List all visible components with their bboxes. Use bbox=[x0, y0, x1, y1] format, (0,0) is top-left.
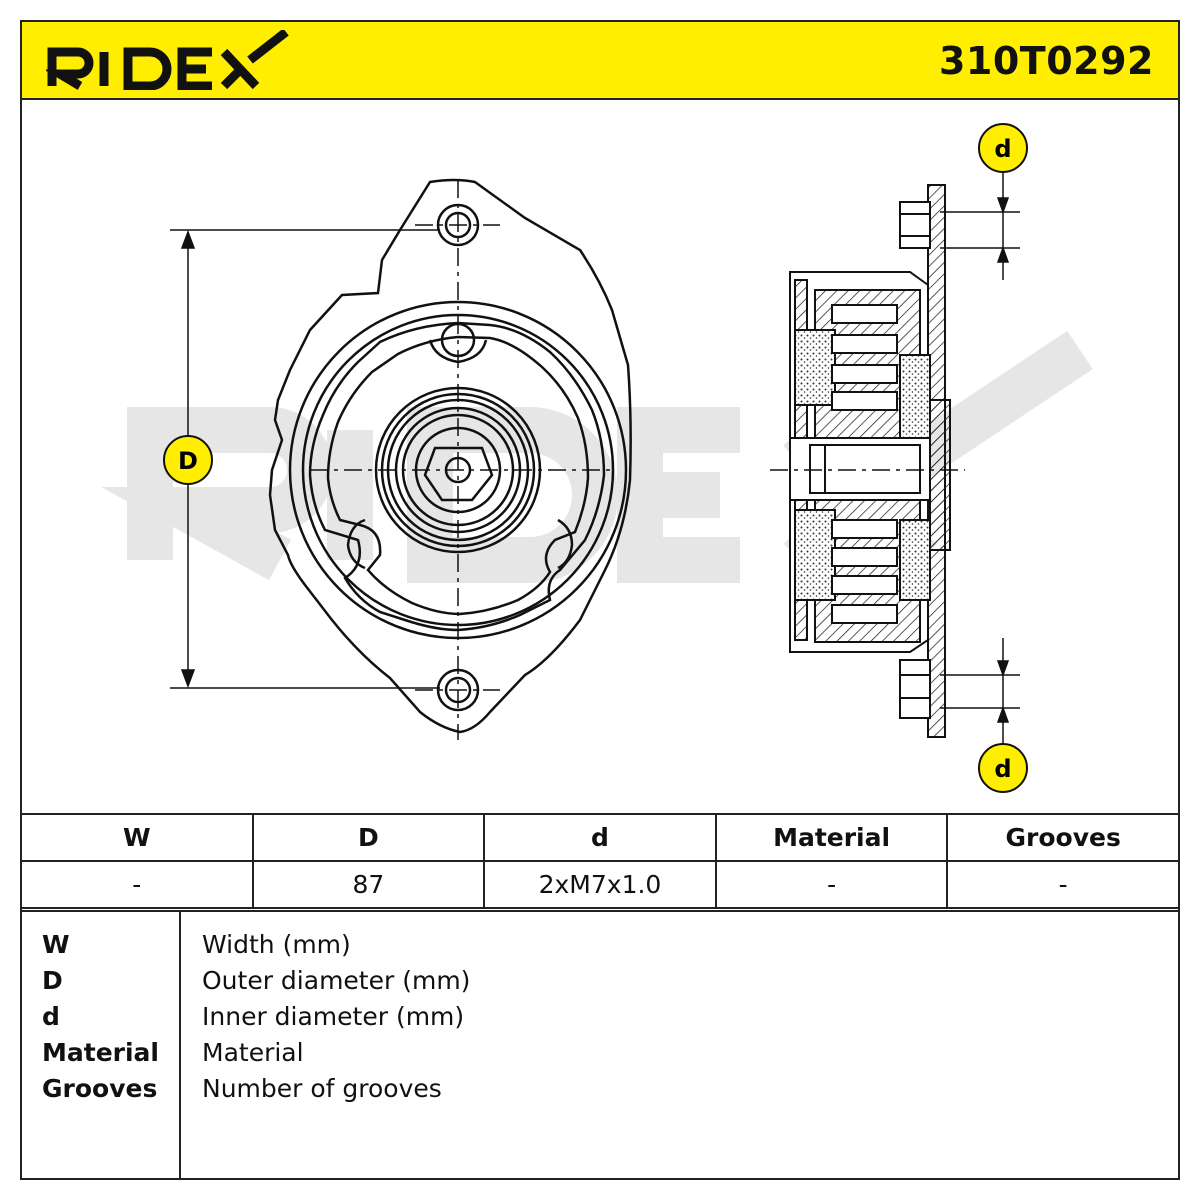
legend-value: Number of grooves bbox=[202, 1074, 442, 1103]
legend-value: Outer diameter (mm) bbox=[202, 966, 471, 995]
legend-row: Grooves Number of grooves bbox=[22, 1074, 1178, 1110]
legend-key: Material bbox=[42, 1038, 159, 1067]
dimension-d bbox=[940, 168, 1020, 750]
legend-value: Material bbox=[202, 1038, 304, 1067]
spec-header-material: Material bbox=[714, 813, 949, 862]
legend-key: Grooves bbox=[42, 1074, 158, 1103]
spec-header-row: W D d Material Grooves bbox=[20, 813, 1180, 862]
section-view bbox=[789, 184, 951, 738]
legend-box: W Width (mm) D Outer diameter (mm) d Inn… bbox=[20, 910, 1180, 1180]
dimension-D bbox=[170, 229, 440, 689]
svg-text:D: D bbox=[178, 447, 198, 475]
legend-divider bbox=[179, 912, 181, 1178]
legend-key: d bbox=[42, 1002, 60, 1031]
spec-header-d-inner: d bbox=[483, 813, 717, 862]
marker-d-top: d bbox=[978, 123, 1028, 173]
legend-value: Inner diameter (mm) bbox=[202, 1002, 465, 1031]
spec-value-d-inner: 2xM7x1.0 bbox=[483, 860, 717, 909]
legend-row: d Inner diameter (mm) bbox=[22, 1002, 1178, 1038]
technical-drawing: D d d bbox=[101, 123, 1093, 793]
spec-value-material: - bbox=[714, 860, 949, 909]
svg-text:d: d bbox=[994, 135, 1011, 163]
legend-row: Material Material bbox=[22, 1038, 1178, 1074]
spec-header-w: W bbox=[20, 813, 254, 862]
part-number: 310T0292 bbox=[938, 39, 1154, 83]
ridex-logo bbox=[46, 30, 289, 90]
svg-text:d: d bbox=[994, 755, 1011, 783]
legend-key: D bbox=[42, 966, 63, 995]
spec-header-d-outer: D bbox=[251, 813, 486, 862]
legend-row: W Width (mm) bbox=[22, 930, 1178, 966]
header-bar: 310T0292 bbox=[20, 20, 1180, 100]
spec-table: W D d Material Grooves - 87 2xM7x1.0 - - bbox=[20, 813, 1180, 909]
legend-key: W bbox=[42, 930, 70, 959]
marker-d-bottom: d bbox=[978, 743, 1028, 793]
legend-value: Width (mm) bbox=[202, 930, 351, 959]
spec-value-d-outer: 87 bbox=[251, 860, 486, 909]
marker-D: D bbox=[163, 435, 213, 485]
spec-value-row: - 87 2xM7x1.0 - - bbox=[20, 860, 1180, 909]
spec-value-grooves: - bbox=[946, 860, 1180, 909]
front-view-centerlines bbox=[310, 180, 610, 740]
spec-header-grooves: Grooves bbox=[946, 813, 1180, 862]
spec-value-w: - bbox=[20, 860, 254, 909]
legend-row: D Outer diameter (mm) bbox=[22, 966, 1178, 1002]
